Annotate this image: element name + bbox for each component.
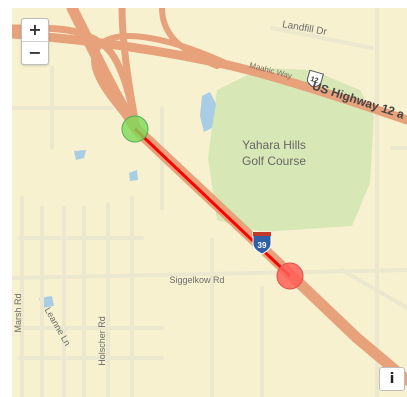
map-view[interactable]: 39 12 Landfill Dr Maahic Way US Highway … <box>12 8 407 397</box>
golf-course-area <box>208 68 374 232</box>
route-end-marker[interactable] <box>276 262 304 290</box>
map-canvas[interactable]: 39 12 Landfill Dr Maahic Way US Highway … <box>12 8 407 397</box>
golf-course-label-line2: Golf Course <box>242 154 306 168</box>
golf-course-label-line1: Yahara Hills <box>242 138 306 152</box>
us-highway-shield-icon: 12 <box>306 69 325 88</box>
route-start-marker[interactable] <box>121 115 149 143</box>
pond-mid <box>129 170 138 181</box>
zoom-control: + − <box>21 18 49 65</box>
interstate-shield-icon: 39 <box>252 231 272 255</box>
zoom-in-button[interactable]: + <box>28 20 42 39</box>
siggelkow-rd-label: Siggelkow Rd <box>169 275 224 285</box>
pond-west <box>74 150 86 160</box>
pond-north <box>200 92 216 132</box>
interstate-shield-label: 39 <box>258 241 267 250</box>
ramp-north <box>118 8 141 134</box>
zoom-out-button[interactable]: − <box>22 41 48 64</box>
ramp-east <box>159 8 220 69</box>
us-shield-label: 12 <box>310 76 320 85</box>
info-button[interactable]: i <box>379 367 405 391</box>
holscher-rd-label: Holscher Rd <box>97 316 107 366</box>
marsh-rd-label: Marsh Rd <box>13 293 23 332</box>
